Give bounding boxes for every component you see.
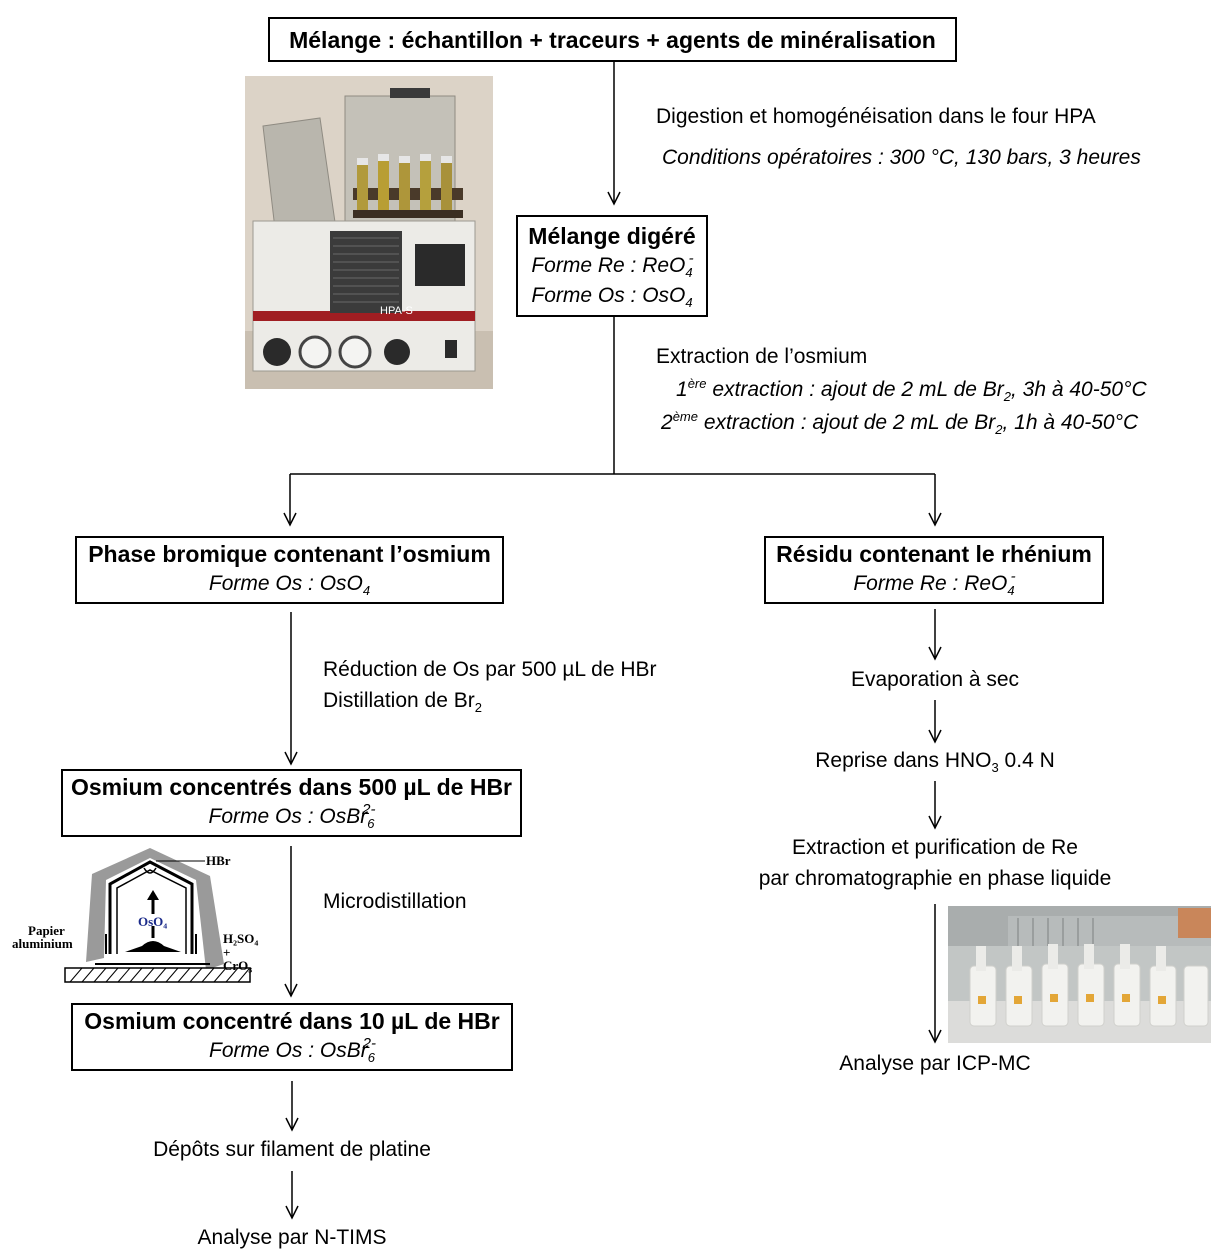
digested-os-form: Forme Os : OsO4 xyxy=(531,284,693,311)
evaporation-step: Evaporation à sec xyxy=(850,668,1020,691)
arrowhead-tims xyxy=(285,1205,299,1220)
oso4-label: OsO₄ xyxy=(138,914,168,929)
arrowhead-purification xyxy=(928,815,942,830)
deposit-step: Dépôts sur filament de platine xyxy=(153,1138,431,1161)
os-10-box: Osmium concentré dans 10 µL de HBr Forme… xyxy=(71,1003,513,1071)
n-tims-step: Analyse par N-TIMS xyxy=(197,1226,387,1249)
h2so4-label: H₂SO₄ xyxy=(223,931,259,946)
purification-line1: Extraction et purification de Re xyxy=(792,836,1078,859)
purification-line2: par chromatographie en phase liquide xyxy=(758,867,1112,890)
hpa-oven-photo: HPA-S xyxy=(245,76,493,389)
digested-box: Mélange digéré Forme Re : ReO4- Forme Os… xyxy=(516,215,708,317)
arrowhead-residue xyxy=(928,512,942,527)
residue-title: Résidu contenant le rhénium xyxy=(776,541,1092,567)
arrowhead-os500 xyxy=(284,751,298,766)
digestion-step: Digestion et homogénéisation dans le fou… xyxy=(656,101,1141,173)
chromatography-photo xyxy=(948,906,1211,1043)
arrowhead-digested xyxy=(607,191,621,206)
cro3-label: + CrO₃ xyxy=(223,945,253,973)
extraction-second: 2ème extraction : ajout de 2 mL de Br2, … xyxy=(661,409,1139,438)
reprise-step: Reprise dans HNO3 0.4 N xyxy=(815,749,1055,776)
extraction-first: 1ère extraction : ajout de 2 mL de Br2, … xyxy=(676,376,1147,405)
digested-re-form: Forme Re : ReO4- xyxy=(531,250,694,281)
os-500-box: Osmium concentrés dans 500 µL de HBr For… xyxy=(61,769,522,837)
arrowhead-evaporation xyxy=(928,646,942,661)
residue-form: Forme Re : ReO4- xyxy=(853,568,1016,599)
reduction-line2: Distillation de Br2 xyxy=(323,689,482,716)
arrowhead-bromine xyxy=(283,512,297,527)
digestion-line1: Digestion et homogénéisation dans le fou… xyxy=(656,105,1096,128)
microdistillation-schematic: HBr OsO₄ Papier aluminium H₂SO₄ + CrO₃ xyxy=(10,846,259,991)
os-10-title: Osmium concentré dans 10 µL de HBr xyxy=(84,1008,500,1034)
reduction-step: Réduction de Os par 500 µL de HBr Distil… xyxy=(323,654,657,716)
extraction-line1: Extraction de l’osmium xyxy=(656,345,868,368)
hpa-oven-illustration: HPA-S xyxy=(245,76,493,389)
icp-step: Analyse par ICP-MC xyxy=(839,1052,1031,1075)
hbr-label: HBr xyxy=(206,853,231,868)
reduction-line1: Réduction de Os par 500 µL de HBr xyxy=(323,658,657,681)
residue-box: Résidu contenant le rhénium Forme Re : R… xyxy=(764,536,1104,604)
hpa-label: HPA-S xyxy=(380,305,413,317)
arrowhead-os10 xyxy=(284,983,298,998)
bromine-phase-form: Forme Os : OsO4 xyxy=(208,572,371,599)
os-500-title: Osmium concentrés dans 500 µL de HBr xyxy=(70,774,513,800)
arrowhead-icp xyxy=(928,1029,942,1044)
digestion-conditions: Conditions opératoires : 300 °C, 130 bar… xyxy=(662,146,1141,169)
bromine-phase-title: Phase bromique contenant l’osmium xyxy=(88,541,491,567)
digested-title: Mélange digéré xyxy=(528,223,696,249)
chromatography-illustration xyxy=(948,906,1211,1043)
papier-label: Papier xyxy=(28,923,65,938)
extraction-step: Extraction de l’osmium 1ère extraction :… xyxy=(656,341,1147,438)
aluminium-label: aluminium xyxy=(12,936,73,951)
arrowhead-deposit xyxy=(285,1117,299,1132)
mix-title: Mélange : échantillon + traceurs + agent… xyxy=(289,27,936,53)
microdistillation-drawing xyxy=(64,848,251,983)
purification-step: Extraction et purification de Re par chr… xyxy=(735,832,1135,894)
microdistillation-step: Microdistillation xyxy=(323,890,467,913)
mix-box: Mélange : échantillon + traceurs + agent… xyxy=(268,17,957,62)
arrowhead-reprise xyxy=(928,729,942,744)
bromine-phase-box: Phase bromique contenant l’osmium Forme … xyxy=(75,536,504,604)
